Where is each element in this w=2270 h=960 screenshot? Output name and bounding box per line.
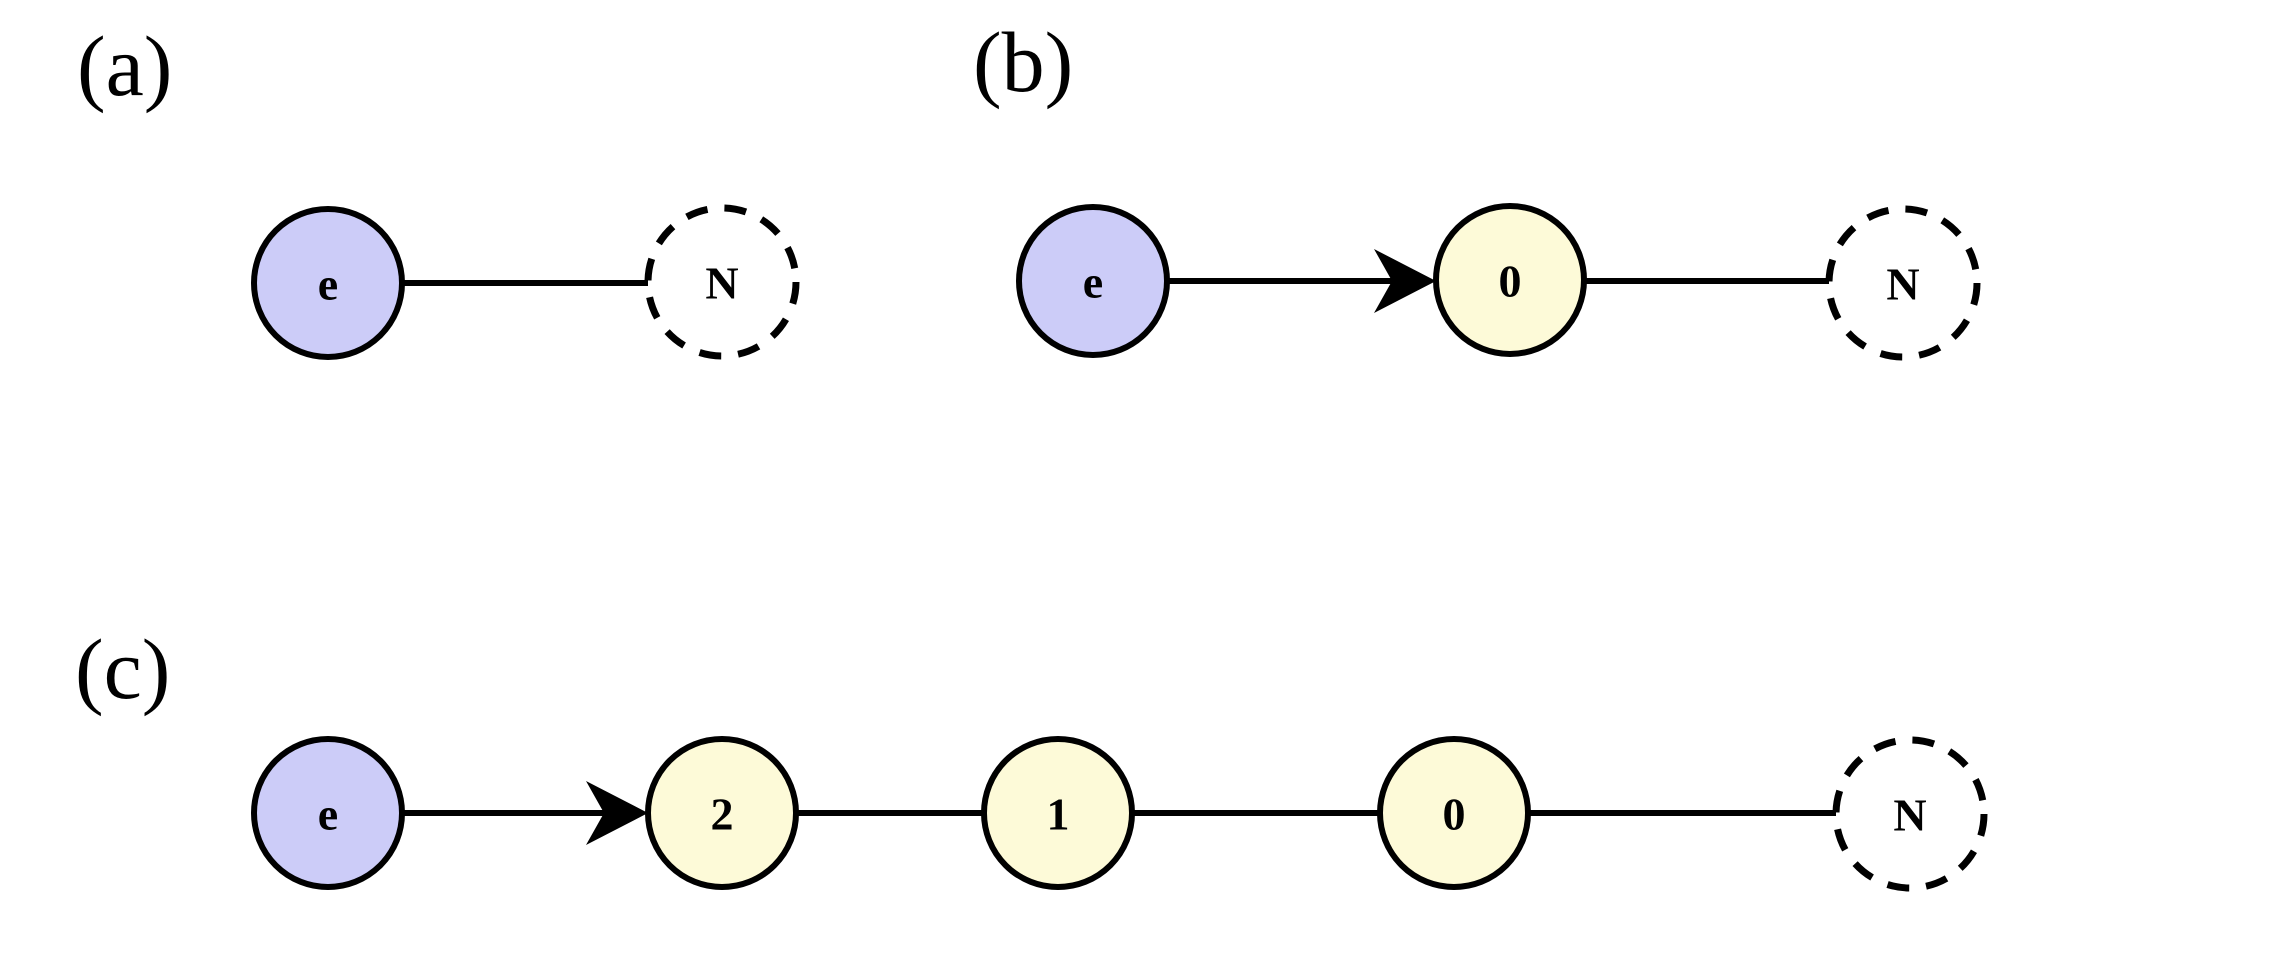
panel-a-label: (a)	[77, 18, 172, 114]
node-c-1-circle[interactable]	[981, 736, 1135, 890]
node-a-N-circle[interactable]	[644, 204, 800, 360]
node-c-1[interactable]: 1	[981, 736, 1135, 890]
node-c-e-circle[interactable]	[251, 736, 405, 890]
node-a-N[interactable]: N	[644, 204, 800, 360]
node-c-0[interactable]: 0	[1377, 736, 1531, 890]
node-c-0-label: 0	[1443, 789, 1466, 840]
node-b-0[interactable]: 0	[1433, 203, 1587, 357]
node-c-N-label: N	[1893, 790, 1926, 841]
edge-b-e-to-0	[1167, 249, 1436, 313]
node-b-N-label: N	[1886, 259, 1919, 310]
node-c-2-circle[interactable]	[645, 736, 799, 890]
node-c-2-label: 2	[711, 789, 734, 840]
node-b-0-circle[interactable]	[1433, 203, 1587, 357]
node-c-1-label: 1	[1047, 789, 1070, 840]
node-b-e-circle[interactable]	[1016, 204, 1170, 358]
node-b-N-circle[interactable]	[1825, 205, 1981, 361]
node-c-0-circle[interactable]	[1377, 736, 1531, 890]
edge-c-e-to-2	[402, 781, 648, 845]
node-c-e[interactable]: e	[251, 736, 405, 890]
node-b-0-label: 0	[1499, 256, 1522, 307]
node-b-e[interactable]: e	[1016, 204, 1170, 358]
panel-a: (a) e N	[77, 18, 800, 360]
node-c-e-label: e	[318, 789, 338, 840]
node-a-e-circle[interactable]	[251, 206, 405, 360]
node-a-N-label: N	[705, 258, 738, 309]
panel-b-label: (b)	[973, 14, 1073, 110]
node-b-N[interactable]: N	[1825, 205, 1981, 361]
panel-c-label: (c)	[75, 621, 170, 717]
panel-c: (c) e 2 1	[75, 621, 1988, 892]
node-b-e-label: e	[1083, 257, 1103, 308]
node-a-e[interactable]: e	[251, 206, 405, 360]
node-c-N-circle[interactable]	[1832, 736, 1988, 892]
node-c-2[interactable]: 2	[645, 736, 799, 890]
panel-b: (b) e 0 N	[973, 14, 1981, 361]
node-a-e-label: e	[318, 259, 338, 310]
node-c-N[interactable]: N	[1832, 736, 1988, 892]
